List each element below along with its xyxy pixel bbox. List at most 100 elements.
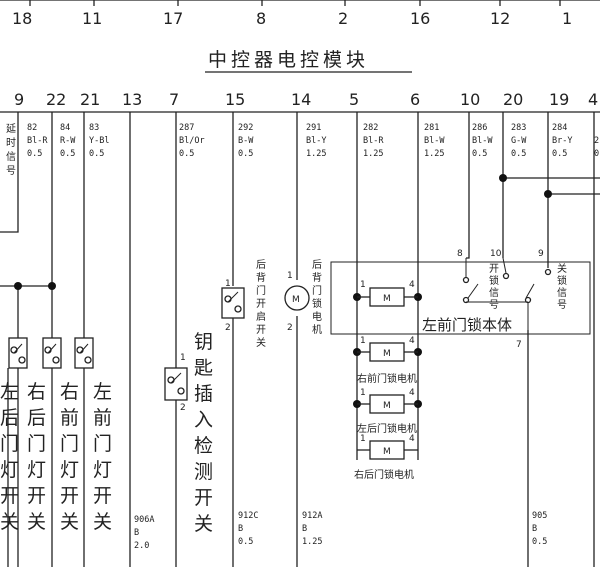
svg-text:R-W: R-W bbox=[60, 136, 76, 146]
svg-text:开: 开 bbox=[256, 325, 266, 336]
pin-4: 4 bbox=[588, 90, 598, 109]
left-front-lock-body-label: 左前门锁本体 bbox=[422, 316, 512, 334]
svg-text:开: 开 bbox=[60, 485, 79, 507]
svg-text:门: 门 bbox=[312, 284, 322, 297]
svg-text:4: 4 bbox=[409, 336, 415, 346]
svg-text:Bl-R: Bl-R bbox=[363, 136, 384, 146]
svg-text:背: 背 bbox=[256, 271, 266, 284]
svg-text:283: 283 bbox=[511, 123, 526, 133]
svg-text:启: 启 bbox=[256, 310, 266, 323]
svg-text:左: 左 bbox=[0, 381, 19, 403]
svg-text:291: 291 bbox=[306, 123, 321, 133]
svg-text:83: 83 bbox=[89, 123, 99, 133]
svg-text:灯: 灯 bbox=[0, 459, 19, 481]
pin-7: 7 bbox=[169, 90, 179, 109]
svg-text:入: 入 bbox=[194, 409, 213, 431]
tailgate-lock-motor: M 1 2 bbox=[284, 271, 310, 333]
svg-text:关: 关 bbox=[557, 262, 567, 275]
svg-text:1: 1 bbox=[360, 388, 366, 398]
svg-text:开: 开 bbox=[0, 485, 19, 507]
label-right-front-lamp-switch: 右 前 门 灯 开 关 bbox=[60, 381, 79, 533]
svg-text:Bl-R: Bl-R bbox=[27, 136, 48, 146]
svg-text:关: 关 bbox=[0, 511, 19, 533]
top-connector-ticks bbox=[29, 0, 561, 6]
svg-text:M: M bbox=[383, 401, 391, 411]
wire-label-5: 282 Bl-R 1.25 bbox=[363, 123, 384, 159]
label-left-front-lamp-switch: 左 前 门 灯 开 关 bbox=[93, 381, 112, 533]
wire-label-4: 2 0 bbox=[594, 136, 599, 159]
pin-6: 6 bbox=[410, 90, 420, 109]
svg-text:M: M bbox=[292, 295, 300, 305]
module-title: 中控器电控模块 bbox=[208, 49, 369, 71]
svg-text:后: 后 bbox=[27, 407, 46, 429]
wire-label-21: 84 R-W 0.5 bbox=[60, 123, 76, 159]
svg-text:0.5: 0.5 bbox=[552, 149, 567, 159]
svg-text:门: 门 bbox=[93, 433, 112, 455]
label-tailgate-lock-motor: 后 背 门 锁 电 机 bbox=[312, 259, 322, 336]
svg-text:匙: 匙 bbox=[194, 357, 213, 379]
svg-text:0.5: 0.5 bbox=[238, 537, 253, 547]
pin-5: 5 bbox=[349, 90, 359, 109]
svg-text:门: 门 bbox=[256, 284, 266, 297]
pin-14: 14 bbox=[291, 90, 311, 109]
svg-text:测: 测 bbox=[194, 461, 213, 483]
svg-text:开: 开 bbox=[27, 485, 46, 507]
svg-text:Bl-W: Bl-W bbox=[424, 136, 445, 146]
svg-text:0.5: 0.5 bbox=[60, 149, 75, 159]
ground-label-906a: 906A B 2.0 bbox=[134, 515, 154, 551]
top-pin-8: 8 bbox=[256, 9, 266, 28]
svg-text:M: M bbox=[383, 294, 391, 304]
svg-text:B: B bbox=[238, 524, 243, 534]
svg-text:0.5: 0.5 bbox=[27, 149, 42, 159]
pin-20: 20 bbox=[503, 90, 523, 109]
svg-text:1: 1 bbox=[180, 353, 186, 363]
svg-text:灯: 灯 bbox=[60, 459, 79, 481]
pin-9: 9 bbox=[14, 90, 24, 109]
label-unlock-signal: 开 锁 信 号 bbox=[489, 264, 499, 311]
svg-text:292: 292 bbox=[238, 123, 253, 133]
svg-text:9: 9 bbox=[538, 249, 544, 259]
svg-text:右: 右 bbox=[27, 381, 46, 403]
label-right-front-lock-motor: 右前门锁电机 bbox=[357, 372, 417, 385]
svg-text:286: 286 bbox=[472, 123, 487, 133]
wire-label-22: 82 Bl-R 0.5 bbox=[27, 123, 48, 159]
key-insert-switch: 1 2 bbox=[164, 353, 188, 413]
svg-text:Y-Bl: Y-Bl bbox=[89, 136, 109, 146]
svg-text:2.0: 2.0 bbox=[134, 541, 149, 551]
label-left-rear-lamp-switch: 左 后 门 灯 开 关 bbox=[0, 381, 19, 533]
svg-text:左: 左 bbox=[93, 381, 112, 403]
left-front-lock-motor: M 1 4 bbox=[357, 280, 418, 307]
ground-label-912c: 912C B 0.5 bbox=[238, 511, 258, 547]
ground-label-912a: 912A B 1.25 bbox=[302, 511, 322, 547]
svg-text:B: B bbox=[532, 524, 537, 534]
wire-label-15: 292 B-W 0.5 bbox=[238, 123, 254, 159]
svg-text:Bl-Y: Bl-Y bbox=[306, 136, 326, 146]
svg-text:锁: 锁 bbox=[557, 274, 567, 287]
top-pin-12: 12 bbox=[490, 9, 510, 28]
svg-text:0: 0 bbox=[594, 149, 599, 159]
wire-lines bbox=[0, 112, 600, 567]
svg-text:Bl/Or: Bl/Or bbox=[179, 136, 205, 146]
svg-text:延: 延 bbox=[6, 123, 16, 135]
top-pin-18: 18 bbox=[12, 9, 32, 28]
left-front-lock-body-box bbox=[330, 261, 591, 335]
svg-text:84: 84 bbox=[60, 123, 70, 133]
label-right-rear-lamp-switch: 右 后 门 灯 开 关 bbox=[27, 381, 46, 533]
svg-text:关: 关 bbox=[27, 511, 46, 533]
svg-text:关: 关 bbox=[194, 513, 213, 535]
svg-text:号: 号 bbox=[6, 165, 16, 177]
svg-text:锁: 锁 bbox=[312, 297, 322, 310]
top-pin-16: 16 bbox=[410, 9, 430, 28]
svg-text:B: B bbox=[134, 528, 139, 538]
pin-21: 21 bbox=[80, 90, 100, 109]
ground-label-905: 905 B 0.5 bbox=[532, 511, 547, 547]
svg-text:M: M bbox=[383, 349, 391, 359]
svg-text:4: 4 bbox=[409, 280, 415, 290]
door-lamp-switch-right-front bbox=[74, 337, 94, 369]
wire-label-14: 291 Bl-Y 1.25 bbox=[306, 123, 326, 159]
svg-text:912C: 912C bbox=[238, 511, 258, 521]
wire-label-20: 283 G-W 0.5 bbox=[511, 123, 527, 159]
svg-text:关: 关 bbox=[256, 336, 266, 349]
svg-text:281: 281 bbox=[424, 123, 439, 133]
